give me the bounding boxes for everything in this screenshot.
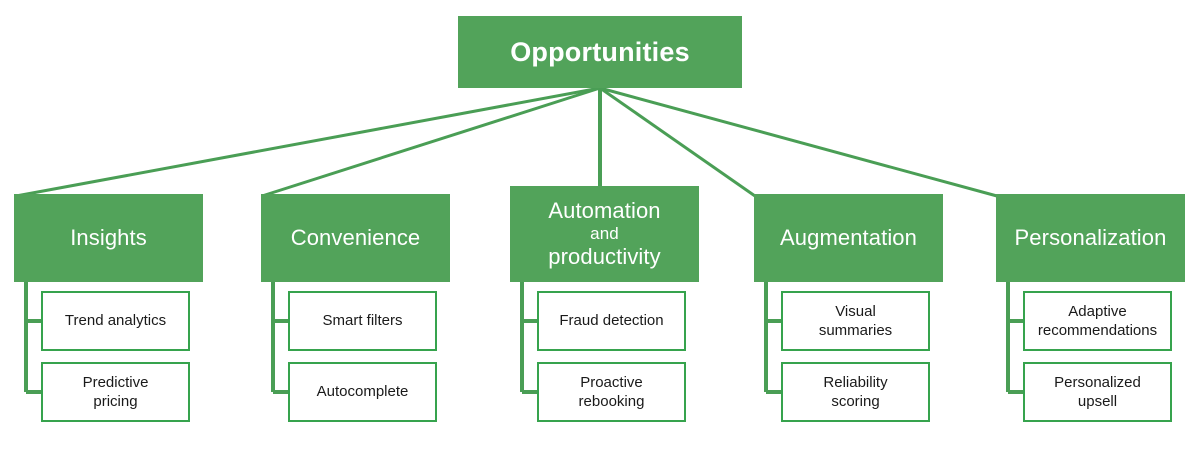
leaf-node-label: Personalized upsell bbox=[1054, 373, 1141, 412]
leaf-node-label-line-2: upsell bbox=[1077, 393, 1118, 410]
branch-node-insights[interactable]: Insights bbox=[14, 194, 203, 282]
connector-root-to-personalization bbox=[599, 86, 998, 198]
branch-node-label: Personalization bbox=[1014, 225, 1167, 251]
leaf-node-label: Trend analytics bbox=[64, 312, 167, 330]
leaf-node-personalized-upsell[interactable]: Personalized upsell bbox=[1023, 362, 1172, 422]
leaf-node-label-line-2: scoring bbox=[831, 393, 880, 410]
root-node-label: Opportunities bbox=[510, 36, 690, 67]
leaf-node-label-line-1: Reliability bbox=[823, 373, 888, 391]
connector-root-to-augmentation bbox=[599, 86, 756, 198]
leaf-node-label: Proactive rebooking bbox=[579, 373, 645, 412]
leaf-node-predictive-pricing[interactable]: Predictive pricing bbox=[41, 362, 190, 422]
branch-node-label: Automation and productivity bbox=[548, 198, 660, 269]
branch-node-personalization[interactable]: Personalization bbox=[996, 194, 1185, 282]
leaf-node-label-line-1: Predictive bbox=[82, 373, 149, 391]
branch-node-label-line-2: and bbox=[590, 224, 619, 244]
leaf-node-label: Adaptive recommendations bbox=[1038, 302, 1157, 341]
branch-node-convenience[interactable]: Convenience bbox=[261, 194, 450, 282]
leaf-node-label: Visual summaries bbox=[819, 302, 892, 341]
leaf-node-label: Fraud detection bbox=[559, 312, 664, 330]
branch-node-augmentation[interactable]: Augmentation bbox=[754, 194, 943, 282]
leaf-node-autocomplete[interactable]: Autocomplete bbox=[288, 362, 437, 422]
leaf-node-label: Autocomplete bbox=[316, 383, 409, 401]
leaf-node-label-line-2: pricing bbox=[93, 393, 138, 410]
branch-node-label-line-3: productivity bbox=[548, 243, 661, 269]
root-node-opportunities[interactable]: Opportunities bbox=[458, 16, 742, 88]
branch-node-label: Insights bbox=[70, 225, 147, 251]
leaf-node-label: Smart filters bbox=[322, 312, 403, 330]
leaf-node-label-line-2: summaries bbox=[818, 322, 893, 339]
branch-node-label-line-1: Automation bbox=[548, 198, 661, 224]
leaf-node-label-line-1: Adaptive bbox=[1068, 302, 1127, 320]
leaf-node-adaptive-recommendations[interactable]: Adaptive recommendations bbox=[1023, 291, 1172, 351]
connector-root-to-insights bbox=[15, 86, 601, 198]
leaf-node-smart-filters[interactable]: Smart filters bbox=[288, 291, 437, 351]
leaf-node-trend-analytics[interactable]: Trend analytics bbox=[41, 291, 190, 351]
branch-node-label: Augmentation bbox=[780, 225, 917, 251]
leaf-node-proactive-rebooking[interactable]: Proactive rebooking bbox=[537, 362, 686, 422]
leaf-node-label-line-2: recommendations bbox=[1037, 322, 1158, 339]
leaf-node-label-line-1: Personalized bbox=[1054, 373, 1141, 391]
leaf-node-visual-summaries[interactable]: Visual summaries bbox=[781, 291, 930, 351]
leaf-node-label-line-1: Proactive bbox=[580, 373, 643, 391]
leaf-node-label-line-2: rebooking bbox=[578, 393, 645, 410]
leaf-node-label-line-1: Visual bbox=[835, 302, 876, 320]
connector-root-to-convenience bbox=[261, 86, 601, 198]
branch-node-automation-and-productivity[interactable]: Automation and productivity bbox=[510, 186, 699, 282]
leaf-node-label: Reliability scoring bbox=[823, 373, 887, 412]
leaf-node-reliability-scoring[interactable]: Reliability scoring bbox=[781, 362, 930, 422]
leaf-node-fraud-detection[interactable]: Fraud detection bbox=[537, 291, 686, 351]
branch-node-label: Convenience bbox=[290, 225, 421, 251]
leaf-node-label: Predictive pricing bbox=[83, 373, 149, 412]
